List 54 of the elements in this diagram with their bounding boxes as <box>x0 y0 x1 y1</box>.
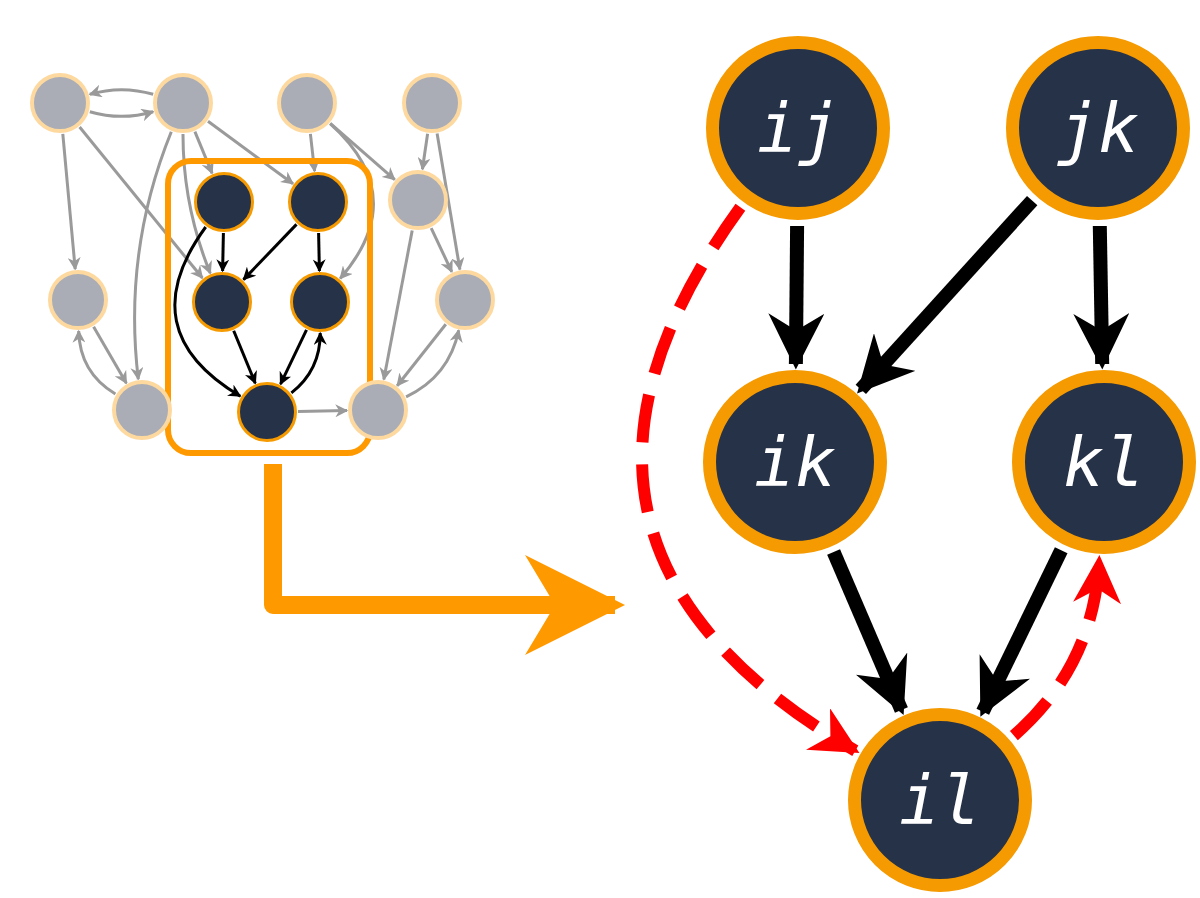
node-circle <box>435 270 495 330</box>
arrow <box>976 547 1068 717</box>
arrow <box>89 108 155 121</box>
graph-node: jk <box>1006 36 1190 220</box>
arrow <box>405 329 463 399</box>
arrow <box>417 133 431 171</box>
node-circle <box>112 380 172 440</box>
node-circle <box>288 172 348 232</box>
node-circle <box>277 73 337 133</box>
graph-node: ik <box>703 370 887 554</box>
arrow <box>1073 225 1130 370</box>
arrow <box>396 323 447 387</box>
arrow <box>78 126 204 279</box>
arrow <box>173 226 242 398</box>
arrow <box>312 232 326 273</box>
node-circle <box>30 73 90 133</box>
node-circle <box>192 272 252 332</box>
node-circle <box>290 272 350 332</box>
arrow <box>61 133 81 271</box>
graph-node: kl <box>1012 370 1196 554</box>
arrow <box>207 120 295 185</box>
arrow <box>329 122 396 181</box>
dashed-arrow <box>636 204 860 756</box>
arrow <box>72 329 117 396</box>
arrow <box>193 131 214 175</box>
selection-frame <box>165 158 373 456</box>
node-circle <box>237 382 297 442</box>
node-circle <box>153 73 213 133</box>
arrow <box>88 85 154 98</box>
arrow <box>92 326 128 385</box>
arrow <box>130 131 173 381</box>
graph-node: ij <box>706 36 890 220</box>
node-circle <box>194 172 254 232</box>
arrow <box>242 223 298 281</box>
node-circle <box>348 380 408 440</box>
arrow <box>290 331 327 395</box>
graph-node: il <box>848 708 1032 892</box>
arrow <box>435 133 465 271</box>
arrow <box>855 195 1038 395</box>
arrow <box>379 230 414 381</box>
arrow <box>429 227 454 274</box>
arrow <box>297 404 349 418</box>
node-circle <box>48 270 108 330</box>
arrow <box>216 232 230 273</box>
arrow <box>279 329 308 386</box>
arrow <box>232 330 257 385</box>
arrow <box>768 225 825 370</box>
arrow <box>181 133 213 275</box>
arrow <box>264 464 625 655</box>
arrow <box>827 549 908 716</box>
arrow <box>306 133 320 173</box>
node-circle <box>402 73 462 133</box>
dashed-arrow <box>1009 555 1120 740</box>
node-circle <box>388 170 448 230</box>
